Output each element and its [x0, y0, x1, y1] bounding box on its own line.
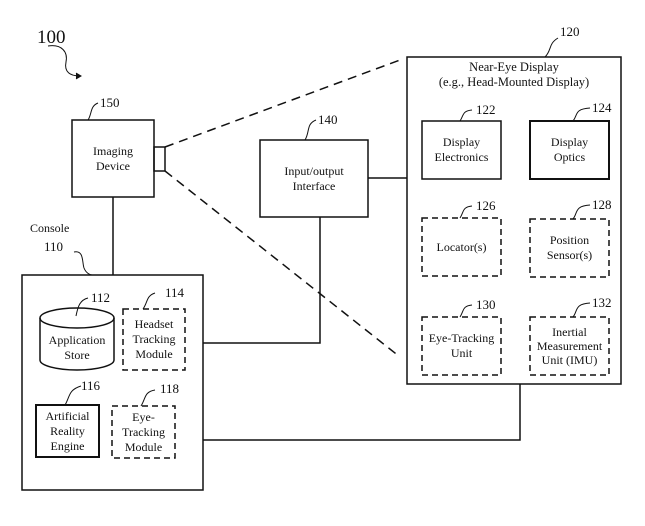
- headset-tracking-box: [122, 308, 186, 371]
- ar-engine-ref: 116: [81, 378, 101, 393]
- display-optics-label-1: Display: [550, 135, 589, 149]
- ned-ref: 120: [560, 24, 580, 39]
- position-sensors-label-1: Position: [549, 233, 590, 247]
- locators-box: [421, 217, 502, 277]
- headset-tracking-label-3: Module: [135, 347, 173, 361]
- eye-tracking-unit-label-1: Eye-Tracking: [428, 331, 495, 345]
- eye-tracking-module-ref: 118: [160, 381, 180, 396]
- ar-engine-label-3: Engine: [50, 438, 85, 453]
- eye-tracking-unit-ref: 130: [476, 297, 496, 312]
- display-optics-ref: 124: [592, 100, 612, 115]
- console-title: Console: [30, 221, 70, 235]
- display-optics: Display Optics: [530, 121, 609, 179]
- display-electronics-box: [421, 120, 502, 180]
- application-store: Application Store: [40, 328, 114, 368]
- io-interface: Input/output Interface: [260, 140, 368, 217]
- ar-engine-label-2: Reality: [50, 423, 85, 438]
- app-store-label-2: Store: [64, 348, 90, 362]
- headset-tracking-label-1: Headset: [134, 317, 174, 331]
- display-optics-label-2: Optics: [553, 150, 586, 164]
- imu-box: [529, 316, 610, 376]
- imu: Inertial Measurement Unit (IMU): [530, 317, 609, 375]
- headset-tracking-module: Headset Tracking Module: [123, 309, 185, 370]
- display-electronics: Display Electronics: [422, 121, 501, 179]
- eye-tracking-module: Eye- Tracking Module: [112, 406, 175, 458]
- console-box: [21, 274, 204, 491]
- imu-label-1: Inertial: [552, 325, 587, 339]
- figure-arrow: [47, 45, 81, 77]
- imaging-device-label-1: Imaging: [93, 143, 133, 158]
- artificial-reality-engine: Artificial Reality Engine: [36, 405, 99, 457]
- imu-label-2: Measurement: [536, 339, 603, 353]
- ned-title-1: Near-Eye Display: [469, 60, 559, 74]
- position-sensors-label-2: Sensor(s): [546, 248, 593, 262]
- ar-engine-label-1: Artificial: [45, 408, 90, 423]
- eye-tracking-module-box: [111, 405, 176, 459]
- display-electronics-label-2: Electronics: [434, 150, 489, 164]
- ned-box: [406, 56, 622, 385]
- imu-ref: 132: [592, 295, 612, 310]
- display-electronics-ref: 122: [476, 102, 496, 117]
- imaging-device-label-2: Device: [96, 158, 130, 173]
- position-sensors-ref: 128: [592, 197, 612, 212]
- locators-label: Locator(s): [436, 239, 487, 254]
- fov-line-top: [164, 59, 401, 148]
- display-optics-box: [529, 120, 610, 180]
- app-store-ref: 112: [91, 290, 111, 305]
- console-ref: 110: [44, 239, 64, 254]
- eye-tracking-unit-box: [421, 316, 502, 376]
- app-store-label-1: Application: [48, 333, 106, 347]
- io-interface-ref: 140: [318, 112, 338, 127]
- locators: Locator(s): [422, 218, 501, 276]
- figure-ref: 100: [37, 27, 66, 48]
- ned-title: Near-Eye Display (e.g., Head-Mounted Dis…: [407, 60, 621, 90]
- headset-tracking-ref: 114: [165, 285, 185, 300]
- ned-title-2: (e.g., Head-Mounted Display): [438, 75, 590, 89]
- locators-ref: 126: [476, 198, 496, 213]
- imaging-device-ref: 150: [100, 95, 120, 110]
- eye-tracking-module-label-1: Eye-: [132, 409, 155, 424]
- eye-tracking-module-label-2: Tracking: [122, 424, 165, 439]
- headset-tracking-label-2: Tracking: [132, 332, 176, 346]
- eye-tracking-module-label-3: Module: [124, 439, 163, 454]
- position-sensors-box: [529, 218, 610, 278]
- app-store-cylinder: [39, 318, 115, 371]
- eye-tracking-unit: Eye-Tracking Unit: [422, 317, 501, 375]
- console-ned-link: [203, 384, 521, 441]
- console-io-link: [203, 217, 321, 344]
- fov-line-bottom: [164, 170, 401, 358]
- display-electronics-label-1: Display: [442, 135, 481, 149]
- imu-label-3: Unit (IMU): [541, 353, 598, 367]
- io-interface-label-2: Interface: [292, 178, 336, 193]
- position-sensors: Position Sensor(s): [530, 219, 609, 277]
- io-interface-label-1: Input/output: [284, 163, 344, 178]
- imaging-lens: [153, 146, 166, 172]
- eye-tracking-unit-label-2: Unit: [450, 346, 473, 360]
- imaging-device: Imaging Device: [72, 120, 154, 197]
- ar-engine-box: [35, 404, 100, 458]
